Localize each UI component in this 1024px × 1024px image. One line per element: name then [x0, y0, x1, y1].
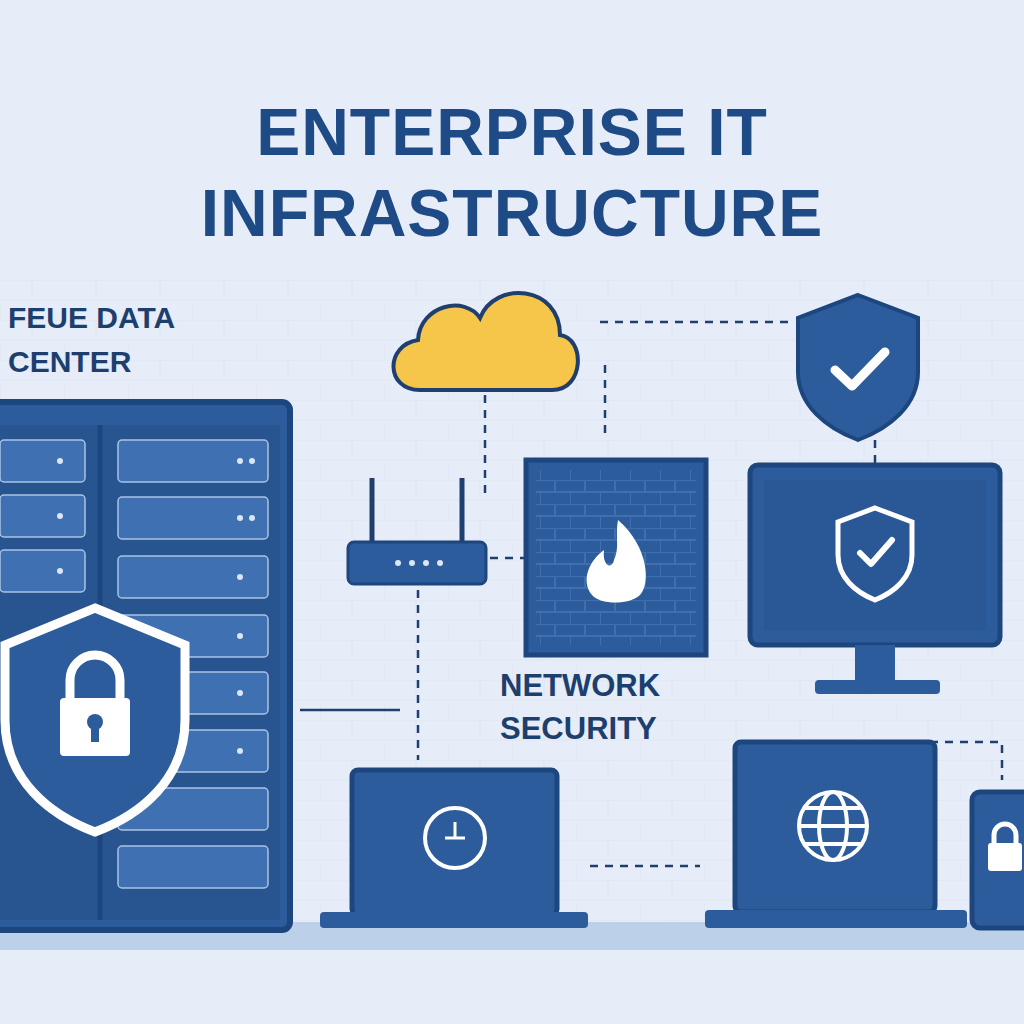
server-link — [300, 709, 400, 712]
server-rack — [0, 402, 290, 930]
monitor-icon — [750, 465, 1000, 694]
laptop-icon — [705, 742, 967, 928]
shield-icon — [798, 295, 918, 440]
firewall-icon — [526, 460, 706, 655]
cloud-icon — [393, 293, 577, 390]
router-icon — [348, 478, 486, 584]
tablet-icon — [972, 792, 1024, 928]
section-label: NETWORK SECURITY — [500, 664, 730, 751]
laptop-icon — [320, 770, 588, 928]
diagram-title: ENTERPRISE IT INFRASTRUCTURE — [162, 92, 862, 253]
section-label: FEUE DATA CENTER — [8, 296, 198, 383]
